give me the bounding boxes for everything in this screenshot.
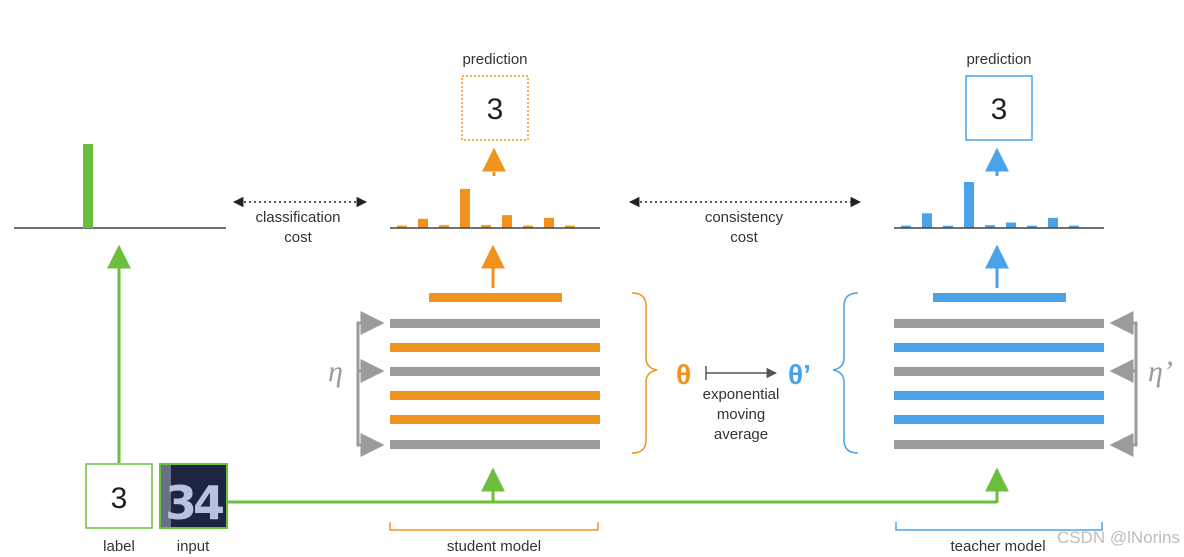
- teacher-histogram-bar-3: [964, 182, 974, 228]
- student-prediction-label: prediction: [462, 51, 527, 68]
- student-histogram-bar-1: [418, 218, 428, 228]
- teacher-noise-symbol: η’: [1148, 355, 1173, 388]
- student-curly-brace: [631, 292, 658, 454]
- teacher-histogram-bar-8: [1069, 225, 1079, 228]
- student-histogram-bar-3: [460, 188, 470, 228]
- teacher-layer-1: [894, 319, 1104, 328]
- input-caption: input: [177, 538, 210, 555]
- student-histogram-bar-6: [523, 225, 533, 228]
- ema-caption-line1: exponential: [703, 386, 780, 403]
- teacher-histogram-bar-2: [943, 225, 953, 228]
- input-feed: [228, 467, 1009, 504]
- ema-caption-line2: moving: [717, 406, 765, 423]
- teacher-layer-3: [894, 367, 1104, 376]
- consistency-cost-label-line1: consistency: [705, 209, 784, 226]
- label-caption: label: [103, 538, 135, 555]
- student-histogram-bar-7: [544, 217, 554, 228]
- teacher-histogram-bar-5: [1006, 222, 1016, 228]
- teacher-layer-top: [933, 293, 1066, 302]
- student-layer-3: [390, 367, 600, 376]
- student-layer-top: [429, 293, 562, 302]
- ema-caption-line3: average: [714, 426, 768, 443]
- student-histogram-bar-4: [481, 225, 491, 228]
- student-noise-symbol: η: [328, 355, 343, 388]
- teacher-network: [894, 293, 1104, 449]
- teacher-model-caption: teacher model: [895, 522, 1103, 555]
- student-layer-2: [390, 343, 600, 352]
- student-network: [390, 293, 600, 449]
- student-noise: η: [328, 311, 385, 457]
- teacher-layer-6: [894, 440, 1104, 449]
- student-layer-1: [390, 319, 600, 328]
- input-image-shade: [161, 465, 171, 527]
- teacher-prediction-value: 3: [991, 93, 1008, 126]
- teacher-histogram-bar-6: [1027, 225, 1037, 228]
- student-model-bracket: [389, 522, 599, 531]
- teacher-model-bracket: [895, 522, 1103, 531]
- input-image: 34 input: [159, 463, 228, 555]
- student-model-label: student model: [447, 538, 541, 555]
- label-distribution: [14, 144, 226, 229]
- classification-cost-label-line1: classification: [255, 209, 340, 226]
- student-histogram-bar-8: [565, 225, 575, 228]
- input-image-digits: 34: [165, 476, 223, 530]
- teacher-histogram-bar-0: [901, 225, 911, 228]
- teacher-curly-brace: [832, 292, 859, 454]
- student-prediction-box: [461, 75, 529, 141]
- watermark: CSDN @lNorins: [1057, 528, 1180, 547]
- student-histogram-bar-5: [502, 215, 512, 228]
- student-layer-5: [390, 415, 600, 424]
- student-histogram-bar-2: [439, 225, 449, 228]
- teacher-histogram-bar-1: [922, 213, 932, 228]
- student-layer-4: [390, 391, 600, 400]
- teacher-prediction-label: prediction: [966, 51, 1031, 68]
- teacher-histogram-bar-7: [1048, 217, 1058, 228]
- teacher-layer-2: [894, 343, 1104, 352]
- teacher-prediction-box: [965, 75, 1033, 141]
- input-image-frame: [159, 463, 228, 529]
- teacher-layer-5: [894, 415, 1104, 424]
- classification-cost: classification cost: [232, 196, 368, 246]
- label-onehot-bar: [83, 144, 93, 228]
- student-layer-6: [390, 440, 600, 449]
- label-box-frame: [85, 463, 153, 529]
- teacher-model-label: teacher model: [950, 538, 1045, 555]
- consistency-cost-label-line2: cost: [730, 229, 758, 246]
- theta-prime-symbol: θ’: [788, 359, 811, 390]
- theta-symbol: θ: [676, 359, 691, 390]
- teacher-noise: η’: [1109, 311, 1173, 457]
- teacher-layer-4: [894, 391, 1104, 400]
- consistency-cost: consistency cost: [628, 196, 862, 246]
- teacher-histogram-bar-4: [985, 225, 995, 228]
- student-output-histogram: [390, 188, 600, 229]
- label-box-value: 3: [111, 482, 128, 515]
- classification-cost-label-line2: cost: [284, 229, 312, 246]
- teacher-prediction: prediction 3: [965, 51, 1033, 176]
- teacher-output-histogram: [894, 182, 1104, 229]
- student-prediction-value: 3: [487, 93, 504, 126]
- teacher-noise-bracket: [1116, 321, 1138, 447]
- student-prediction: prediction 3: [461, 51, 529, 176]
- ema-update: θ θ’ exponential moving average: [676, 359, 811, 443]
- label-box: 3 label: [85, 463, 153, 555]
- student-model-caption: student model: [389, 522, 599, 555]
- student-histogram-bar-0: [397, 225, 407, 228]
- student-noise-bracket: [356, 321, 378, 447]
